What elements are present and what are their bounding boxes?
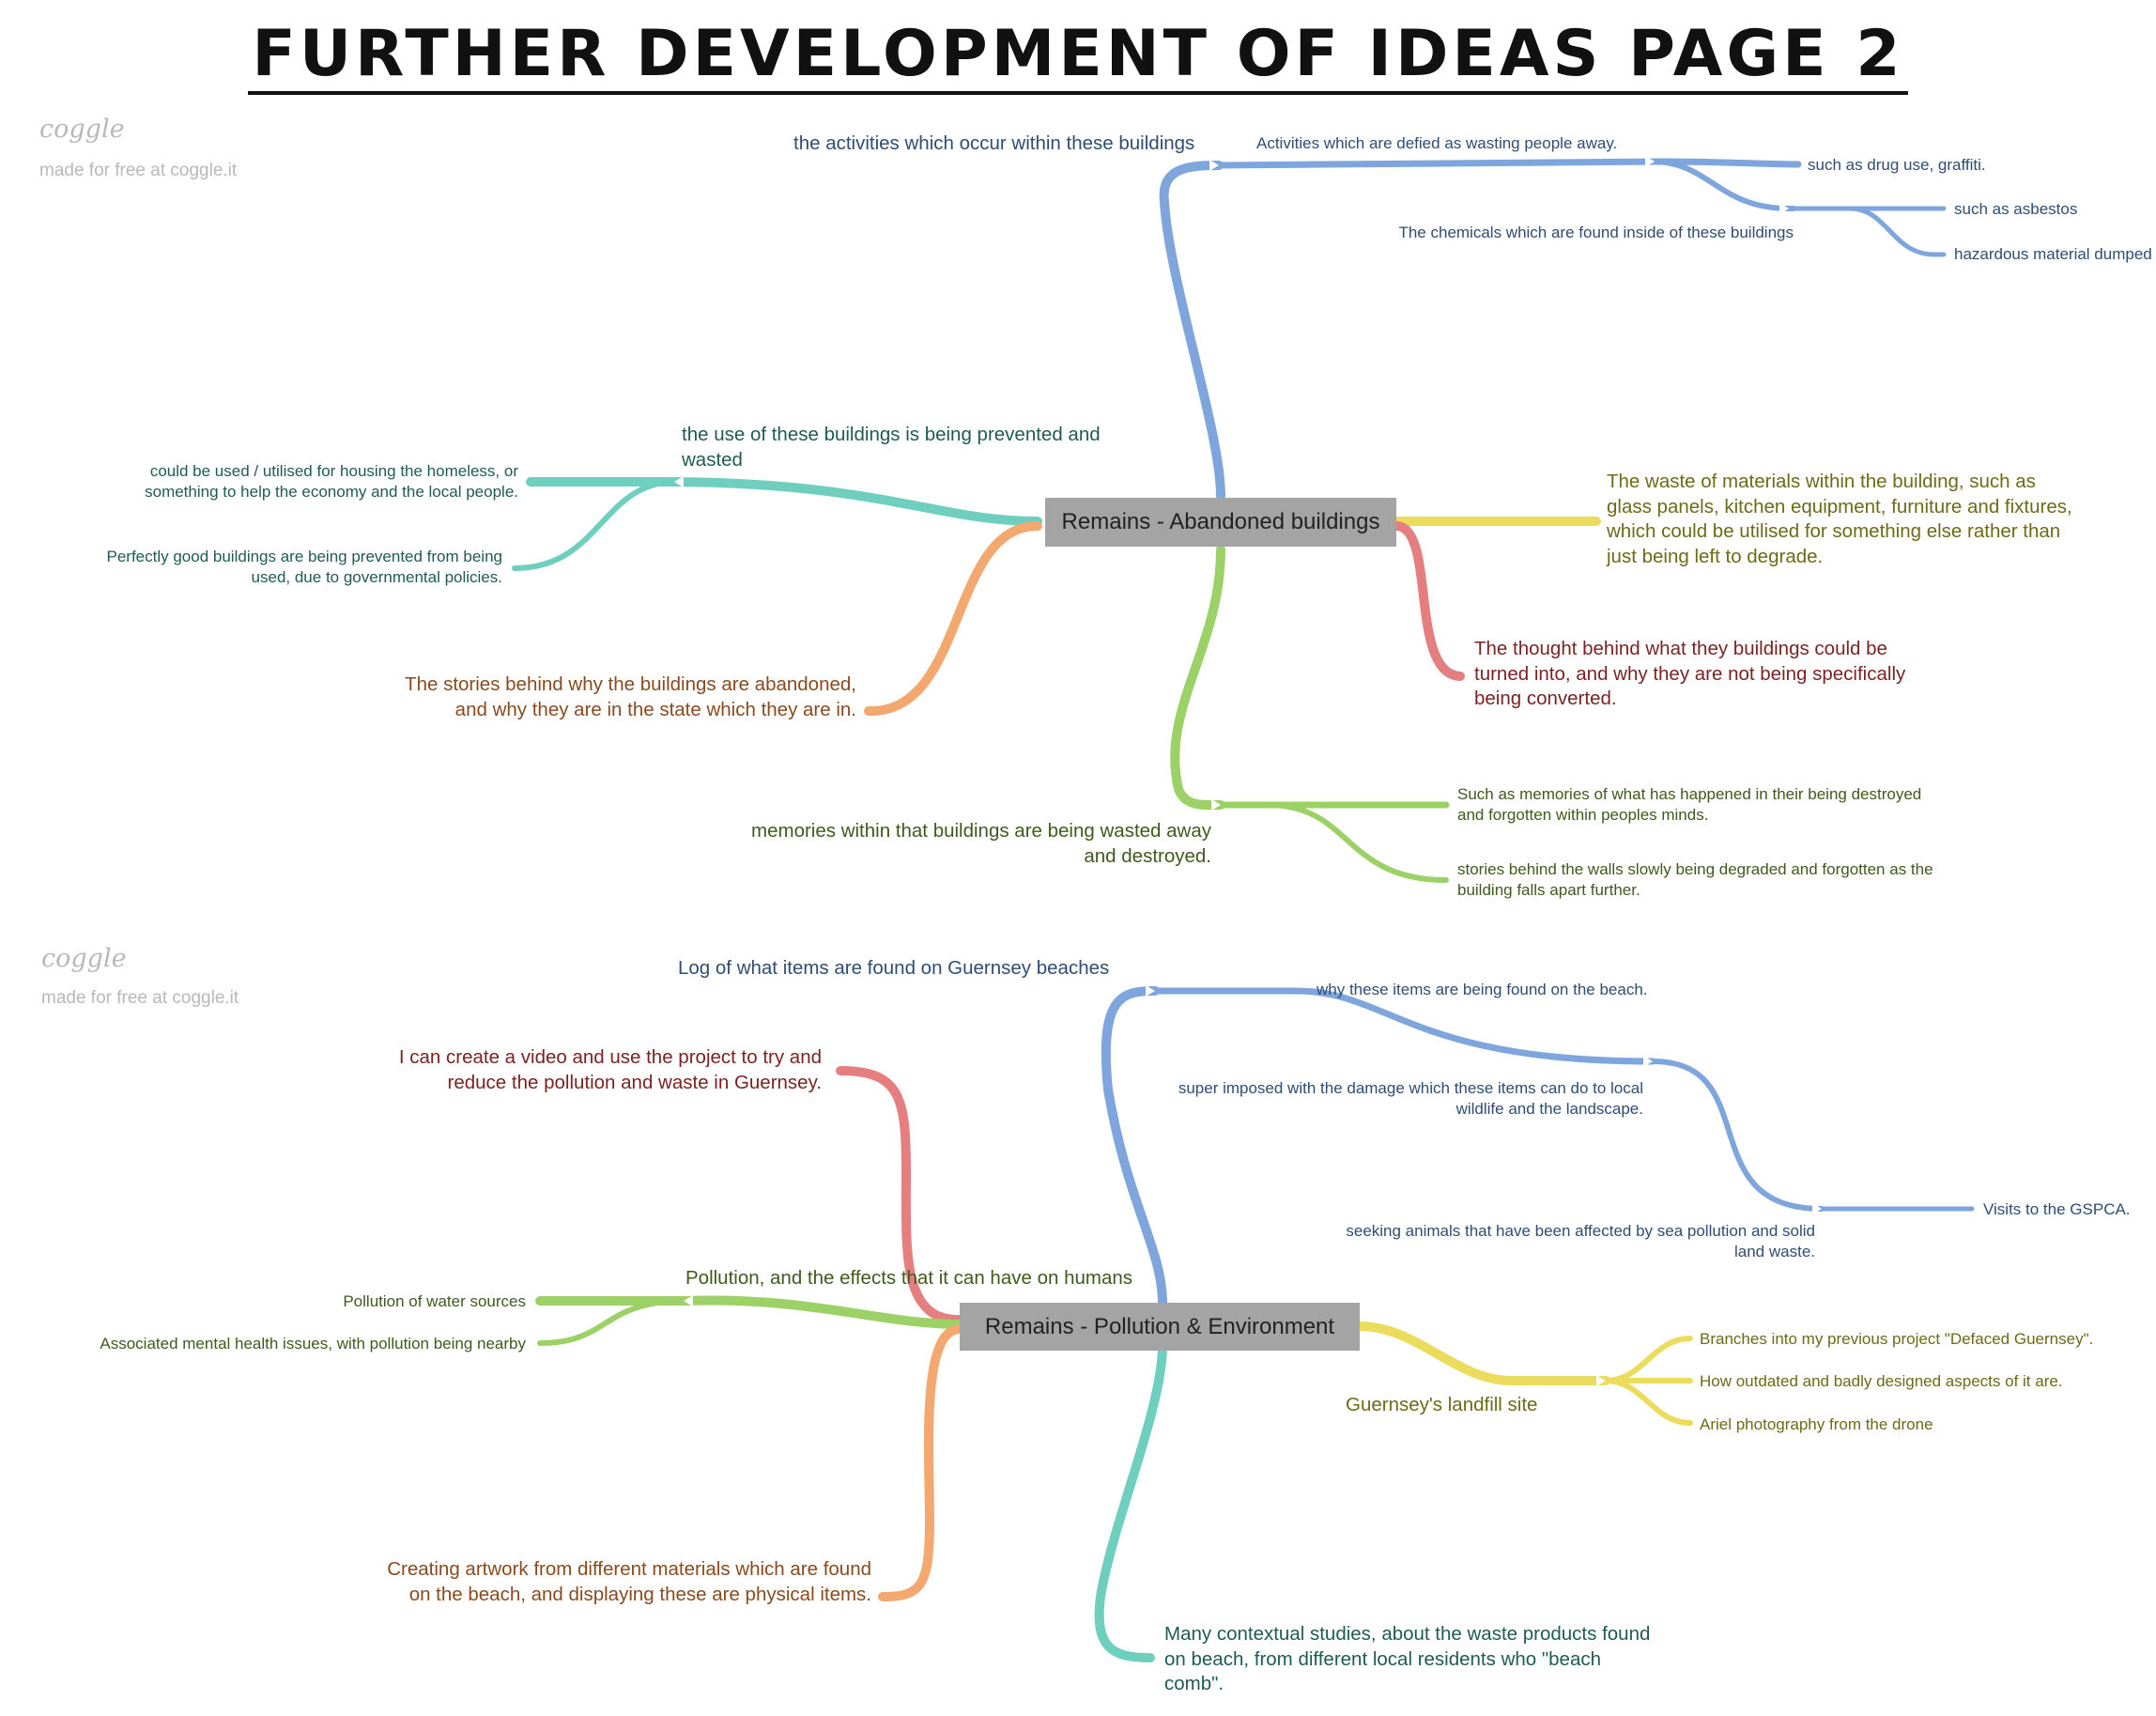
branch-blue <box>1159 158 1947 501</box>
page-title: FURTHER DEVELOPMENT OF IDEAS PAGE 2 <box>0 17 2156 95</box>
label-gspca[interactable]: Visits to the GSPCA. <box>1983 1200 2131 1218</box>
label-homeless[interactable]: could be used / utilised for housing the… <box>145 462 518 502</box>
branch-chevrons <box>674 156 1822 1386</box>
label-walls[interactable]: stories behind the walls slowly being de… <box>1457 860 1933 900</box>
label-video[interactable]: I can create a video and use the project… <box>398 1046 822 1093</box>
label-defaced[interactable]: Branches into my previous project "Defac… <box>1700 1330 2094 1348</box>
coggle-logo[interactable]: coggle <box>39 115 125 144</box>
label-defied[interactable]: Activities which are defied as wasting p… <box>1256 134 1618 152</box>
branch-red <box>1392 521 1465 681</box>
label-pollution-humans[interactable]: Pollution, and the effects that it can h… <box>685 1267 1132 1289</box>
label-chemicals[interactable]: The chemicals which are found inside of … <box>1398 224 1794 241</box>
label-stories[interactable]: The stories behind why the buildings are… <box>405 673 856 720</box>
branch-orange-2 <box>878 1324 964 1601</box>
branch-yellow-2 <box>1355 1322 1693 1426</box>
label-thought-behind[interactable]: The thought behind what they buildings c… <box>1474 638 1906 710</box>
label-activities[interactable]: the activities which occur within these … <box>793 132 1195 154</box>
label-ariel[interactable]: Ariel photography from the drone <box>1700 1415 1933 1433</box>
label-mental[interactable]: Associated mental health issues, with po… <box>100 1335 526 1353</box>
branch-green-2 <box>535 1295 964 1346</box>
branch-teal <box>512 477 1042 571</box>
label-use-prevented[interactable]: the use of these buildings is being prev… <box>682 424 1101 471</box>
label-log[interactable]: Log of what items are found on Guernsey … <box>678 957 1110 979</box>
central-node-abandoned-buildings[interactable]: Remains - Abandoned buildings <box>1045 498 1396 547</box>
label-waste-materials[interactable]: The waste of materials within the buildi… <box>1607 471 2072 567</box>
label-memories[interactable]: memories within that buildings are being… <box>751 820 1211 867</box>
coggle-watermark-text[interactable]: made for free at coggle.it <box>39 161 238 180</box>
label-seeking[interactable]: seeking animals that have been affected … <box>1346 1222 1815 1261</box>
label-why-found[interactable]: why these items are being found on the b… <box>1317 981 1648 998</box>
label-landfill[interactable]: Guernsey's landfill site <box>1346 1394 1538 1415</box>
branch-blue-2 <box>1101 986 1975 1308</box>
central-node-pollution-environment[interactable]: Remains - Pollution & Environment <box>960 1303 1360 1351</box>
label-artwork[interactable]: Creating artwork from different material… <box>387 1558 871 1605</box>
label-hazardous[interactable]: hazardous material dumped <box>1954 245 2152 263</box>
label-governmental[interactable]: Perfectly good buildings are being preve… <box>106 548 503 587</box>
label-contextual[interactable]: Many contextual studies, about the waste… <box>1164 1623 1651 1695</box>
label-super-imposed[interactable]: super imposed with the damage which thes… <box>1178 1079 1643 1119</box>
branch-orange <box>864 521 1042 717</box>
branch-green <box>1170 545 1450 883</box>
label-outdated[interactable]: How outdated and badly designed aspects … <box>1700 1372 2063 1390</box>
branch-red-2 <box>836 1066 962 1324</box>
branch-teal-2 <box>1094 1340 1167 1662</box>
label-drug-use[interactable]: such as drug use, graffiti. <box>1808 156 1986 174</box>
label-water[interactable]: Pollution of water sources <box>343 1292 526 1310</box>
label-asbestos[interactable]: such as asbestos <box>1954 200 2078 218</box>
coggle-watermark-text[interactable]: made for free at coggle.it <box>41 988 239 1008</box>
coggle-logo[interactable]: coggle <box>41 944 127 973</box>
label-such-memories[interactable]: Such as memories of what has happened in… <box>1457 785 1922 825</box>
